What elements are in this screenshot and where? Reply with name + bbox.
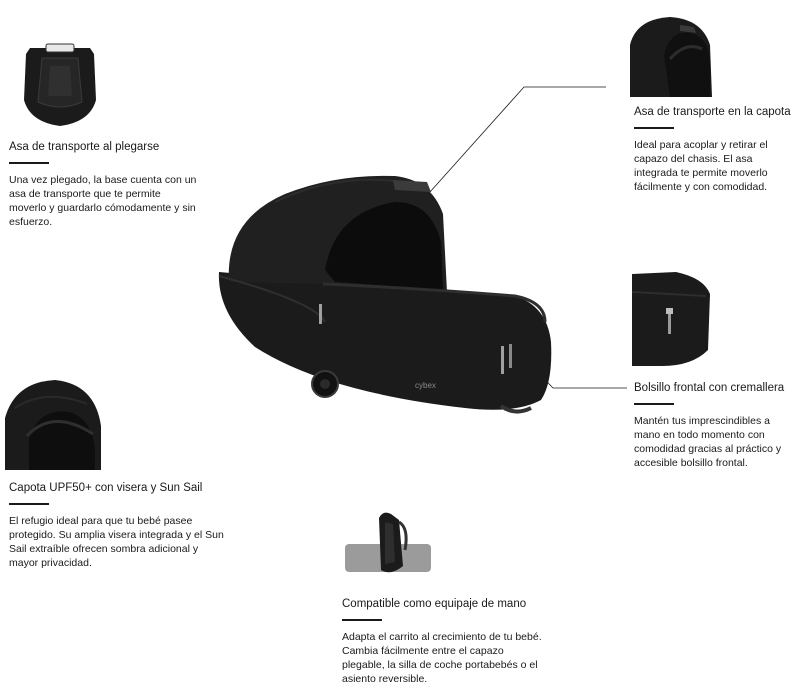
title-underline: [9, 503, 49, 505]
title-underline: [634, 127, 674, 129]
title-underline: [634, 403, 674, 405]
feature-title: Capota UPF50+ con visera y Sun Sail: [9, 482, 203, 494]
feature-canopy-upf: Capota UPF50+ con visera y Sun Sail El r…: [9, 481, 224, 570]
feature-canopy-handle: Asa de transporte en la capota Ideal par…: [634, 105, 799, 194]
feature-folding-handle: Asa de transporte al plegarse Una vez pl…: [9, 140, 199, 229]
folding-handle-image: [20, 40, 100, 128]
front-pocket-image: [632, 272, 712, 367]
brand-logo: cybex: [415, 381, 436, 390]
title-underline: [9, 162, 49, 164]
canopy-handle-image: [630, 15, 712, 97]
feature-description: Ideal para acoplar y retirar el capazo d…: [634, 138, 768, 193]
carrycot-image: cybex: [215, 172, 555, 417]
feature-front-pocket: Bolsillo frontal con cremallera Mantén t…: [634, 381, 799, 470]
feature-description: El refugio ideal para que tu bebé pasee …: [9, 514, 224, 569]
feature-description: Una vez plegado, la base cuenta con un a…: [9, 173, 197, 228]
feature-description: Adapta el carrito al crecimiento de tu b…: [342, 630, 542, 685]
feature-title: Compatible como equipaje de mano: [342, 598, 527, 610]
feature-title: Asa de transporte en la capota: [634, 106, 791, 118]
canopy-upf-image: [5, 378, 101, 470]
hand-luggage-image: [345, 510, 435, 580]
feature-hand-luggage: Compatible como equipaje de mano Adapta …: [342, 597, 542, 686]
feature-title: Bolsillo frontal con cremallera: [634, 382, 785, 394]
title-underline: [342, 619, 382, 621]
feature-description: Mantén tus imprescindibles a mano en tod…: [634, 414, 782, 469]
feature-title: Asa de transporte al plegarse: [9, 141, 160, 153]
